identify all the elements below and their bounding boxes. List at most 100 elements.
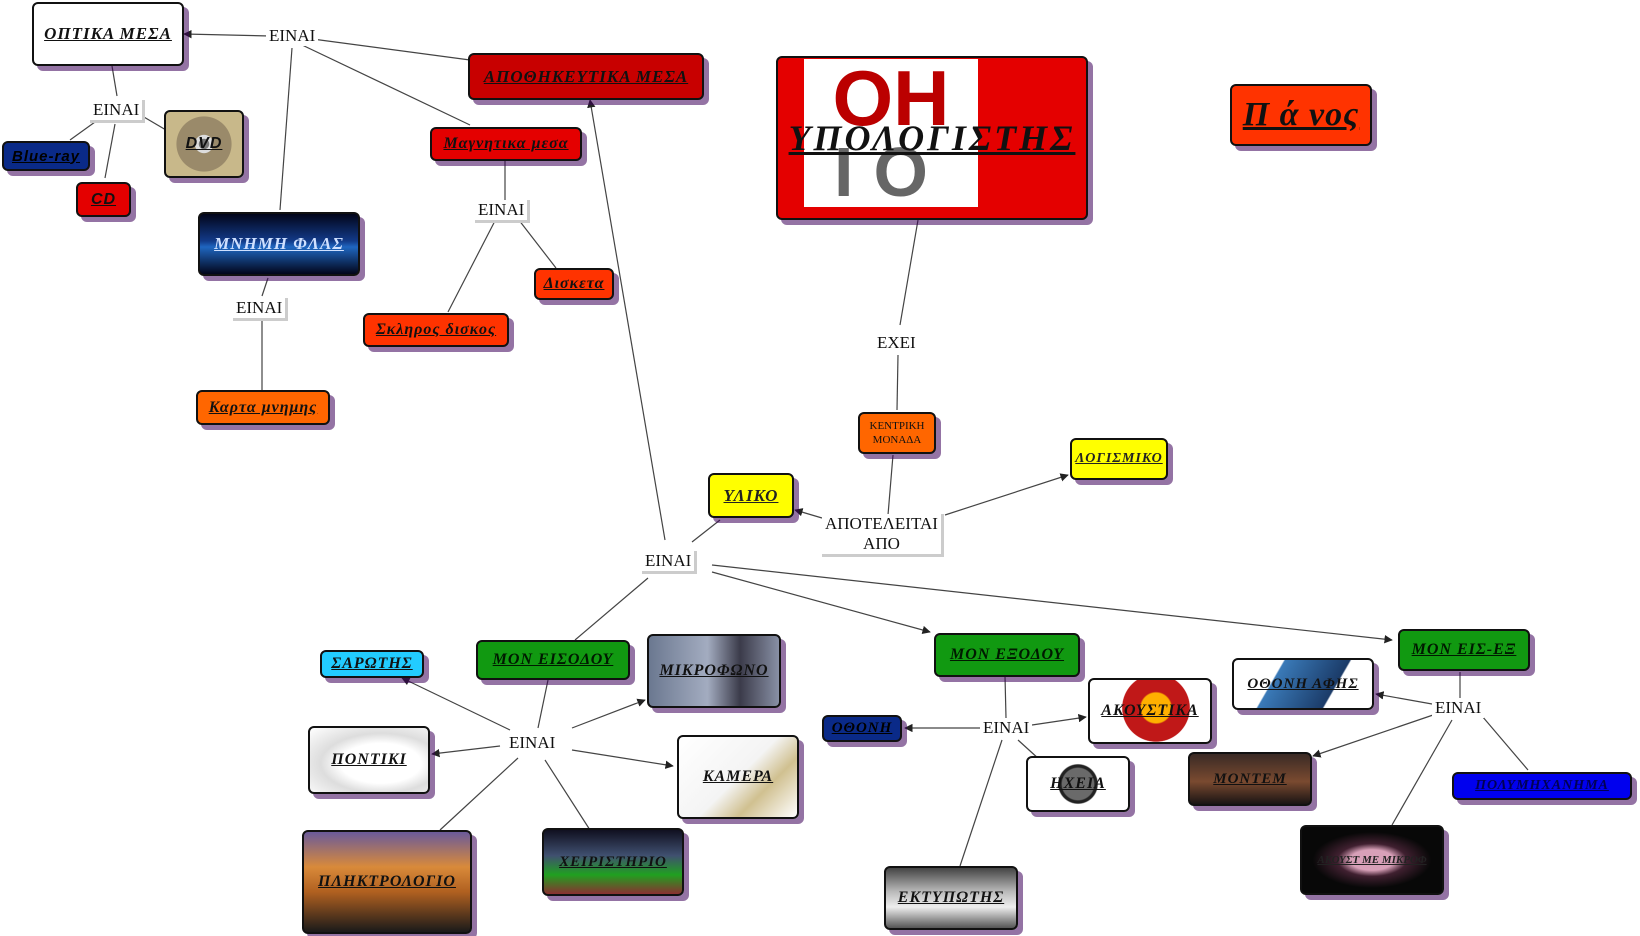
link-flash-einai: [261, 277, 269, 297]
node-modem-label: ΜΟΝΤΕΜ: [1213, 770, 1287, 787]
node-modem[interactable]: ΜΟΝΤΕΜ: [1188, 752, 1312, 806]
node-mon-exodou[interactable]: ΜΟΝ ΕΞΟΔΟΥ: [934, 633, 1080, 677]
link-einai-disketa: [514, 214, 557, 269]
node-akoustika-mikro[interactable]: ΑΚΟΥΣΤ ΜΕ ΜΙΚΡΟΦ: [1300, 825, 1444, 895]
node-optika-mesa-label: ΟΠΤΙΚΑ ΜΕΣΑ: [44, 24, 172, 43]
node-mon-eis-ex[interactable]: ΜΟΝ ΕΙΣ-ΕΞ: [1398, 629, 1530, 671]
ohio-logo-top: OH: [832, 56, 950, 142]
node-pliktrologio[interactable]: ΠΛΗΚΤΡΟΛΟΓΙΟ: [302, 830, 472, 934]
link-input-einai: [537, 679, 549, 729]
node-mon-exodou-label: ΜΟΝ ΕΞΟΔΟΥ: [949, 646, 1065, 663]
node-saroths[interactable]: ΣΑΡΩΤΗΣ: [320, 650, 424, 678]
link-center-output: [711, 571, 931, 635]
connector-apoteleitai-line2: ΑΠΟ: [863, 534, 900, 553]
node-ixeia-label: ΗΧΕΙΑ: [1050, 775, 1106, 792]
ohio-logo: OH IO: [804, 59, 978, 207]
node-dvd[interactable]: DVD: [164, 110, 244, 178]
link-apoteleitai-kentriki: [887, 454, 894, 516]
node-mnimi-flash[interactable]: ΜΝΗΜΗ ΦΛΑΣ: [198, 212, 360, 276]
node-panos[interactable]: Π ά νος: [1230, 84, 1372, 146]
node-ypologistis-label: ΥΠΟΛΟΓΙΣΤΗΣ: [788, 118, 1076, 158]
node-saroths-label: ΣΑΡΩΤΗΣ: [331, 655, 413, 672]
connector-apoteleitai: ΑΠΟΤΕΛΕΙΤΑΙ ΑΠΟ: [822, 514, 944, 557]
node-kentriki-monada[interactable]: ΚΕΝΤΡΙΚΗ ΜΟΝΑΔΑ: [858, 412, 936, 454]
link-einai-mikrofono: [571, 698, 646, 729]
node-magnitika-mesa[interactable]: Μαγνητικα μεσα: [430, 127, 582, 161]
node-xeiristirio[interactable]: ΧΕΙΡΙΣΤΗΡΙΟ: [542, 828, 684, 896]
node-mikrofono-label: ΜΙΚΡΟΦΩΝΟ: [659, 662, 769, 679]
link-optika-einai: [111, 65, 118, 97]
link-einai-cd: [104, 123, 116, 179]
node-polymixanima-label: ΠΟΛΥΜΗΧΑΝΗΜΑ: [1475, 778, 1609, 793]
node-ixeia[interactable]: ΗΧΕΙΑ: [1026, 756, 1130, 812]
connector-einai-optika: ΕΙΝΑΙ: [90, 100, 146, 123]
node-bluray-label: Blue-ray: [11, 147, 81, 165]
link-einai-modem: [1312, 713, 1437, 758]
connector-einai-input: ΕΙΝΑΙ: [506, 733, 559, 753]
link-einai-flash: [279, 47, 293, 211]
node-mon-eisodou[interactable]: ΜΟΝ ΕΙΣΟΔΟΥ: [476, 640, 630, 680]
node-skliros-label: Σκληρος δισκος: [375, 321, 497, 338]
link-einai-akoustika-mikro: [1391, 719, 1453, 826]
node-logismiko-label: ΛΟΓΙΣΜΙΚΟ: [1075, 451, 1163, 466]
link-kentriki-exei: [896, 354, 899, 411]
link-einai-magnitika: [299, 43, 471, 126]
node-othoni-afis-label: ΟΘΟΝΗ ΑΦΗΣ: [1247, 675, 1359, 692]
connector-einai-top: ΕΙΝΑΙ: [266, 26, 319, 46]
link-einai-othoni-afis: [1375, 691, 1433, 705]
link-center-yliko: [691, 519, 721, 543]
connector-einai-io: ΕΙΝΑΙ: [1432, 698, 1485, 718]
node-kentriki-label: ΚΕΝΤΡΙΚΗ ΜΟΝΑΔΑ: [869, 420, 925, 446]
node-disketa[interactable]: Δισκετα: [534, 268, 614, 300]
node-ektypotis[interactable]: ΕΚΤΥΠΩΤΗΣ: [884, 866, 1018, 930]
node-polymixanima[interactable]: ΠΟΛΥΜΗΧΑΝΗΜΑ: [1452, 772, 1632, 800]
node-panos-label: Π ά νος: [1242, 96, 1360, 133]
link-einai-saroths: [401, 677, 511, 731]
node-apothikeftika-mesa[interactable]: ΑΠΟΘΗΚΕΥΤΙΚΑ ΜΕΣΑ: [468, 53, 704, 100]
node-ypologistis[interactable]: OH IO ΥΠΟΛΟΓΙΣΤΗΣ: [776, 56, 1088, 220]
node-kamera-label: ΚΑΜΕΡΑ: [702, 768, 774, 785]
node-akoustika-label: ΑΚΟΥΣΤΙΚΑ: [1101, 702, 1199, 719]
node-yliko-label: ΥΛΙΚΟ: [723, 485, 779, 505]
node-karta-mnimis[interactable]: Καρτα μνημης: [196, 390, 330, 425]
ohio-logo-bottom: IO: [834, 133, 948, 211]
link-apoth-einai: [304, 37, 471, 61]
node-logismiko[interactable]: ΛΟΓΙΣΜΙΚΟ: [1070, 438, 1168, 480]
connector-einai-center: ΕΙΝΑΙ: [642, 551, 698, 574]
link-einai-skliros: [447, 214, 499, 313]
node-apothikeftika-label: ΑΠΟΘΗΚΕΥΤΙΚΑ ΜΕΣΑ: [483, 66, 689, 86]
link-apoteleitai-yliko: [794, 508, 823, 519]
node-bluray[interactable]: Blue-ray: [2, 141, 90, 171]
link-einai-pontiki: [431, 745, 501, 758]
connector-exei: ΕΧΕΙ: [874, 333, 919, 353]
link-center-io: [711, 564, 1393, 644]
node-optika-mesa[interactable]: ΟΠΤΙΚΑ ΜΕΣΑ: [32, 2, 184, 66]
connector-einai-magn: ΕΙΝΑΙ: [475, 200, 531, 223]
node-mon-eisodou-label: ΜΟΝ ΕΙΣΟΔΟΥ: [492, 651, 614, 668]
node-karta-label: Καρτα μνημης: [208, 398, 318, 416]
node-akoustika-mikro-label: ΑΚΟΥΣΤ ΜΕ ΜΙΚΡΟΦ: [1317, 854, 1427, 866]
node-othoni-label: ΟΘΟΝΗ: [831, 720, 893, 736]
node-othoni-afis[interactable]: ΟΘΟΝΗ ΑΦΗΣ: [1232, 658, 1374, 710]
link-einai-pliktrologio: [439, 757, 519, 831]
link-einai-akoustika: [1031, 713, 1087, 726]
node-disketa-label: Δισκετα: [543, 275, 605, 292]
node-othoni[interactable]: ΟΘΟΝΗ: [822, 715, 902, 742]
node-cd[interactable]: CD: [76, 182, 131, 217]
node-yliko[interactable]: ΥΛΙΚΟ: [708, 473, 794, 518]
node-mnimi-flash-label: ΜΝΗΜΗ ΦΛΑΣ: [214, 234, 344, 253]
node-xeiristirio-label: ΧΕΙΡΙΣΤΗΡΙΟ: [559, 853, 667, 870]
connector-einai-output: ΕΙΝΑΙ: [980, 718, 1033, 738]
node-akoustika[interactable]: ΑΚΟΥΣΤΙΚΑ: [1088, 678, 1212, 744]
node-ektypotis-label: ΕΚΤΥΠΩΤΗΣ: [897, 889, 1005, 906]
node-mikrofono[interactable]: ΜΙΚΡΟΦΩΝΟ: [647, 634, 781, 708]
connector-apoteleitai-line1: ΑΠΟΤΕΛΕΙΤΑΙ: [825, 514, 938, 533]
node-kamera[interactable]: ΚΑΜΕΡΑ: [677, 735, 799, 819]
node-pontiki[interactable]: ΠΟΝΤΙΚΙ: [308, 726, 430, 794]
node-pontiki-label: ΠΟΝΤΙΚΙ: [331, 751, 407, 768]
link-center-input: [574, 577, 649, 641]
node-skliros-diskos[interactable]: Σκληρος δισκος: [363, 313, 509, 347]
node-mon-eis-ex-label: ΜΟΝ ΕΙΣ-ΕΞ: [1411, 641, 1517, 658]
node-pliktrologio-label: ΠΛΗΚΤΡΟΛΟΓΙΟ: [318, 873, 456, 890]
link-einai-optika: [183, 29, 271, 39]
